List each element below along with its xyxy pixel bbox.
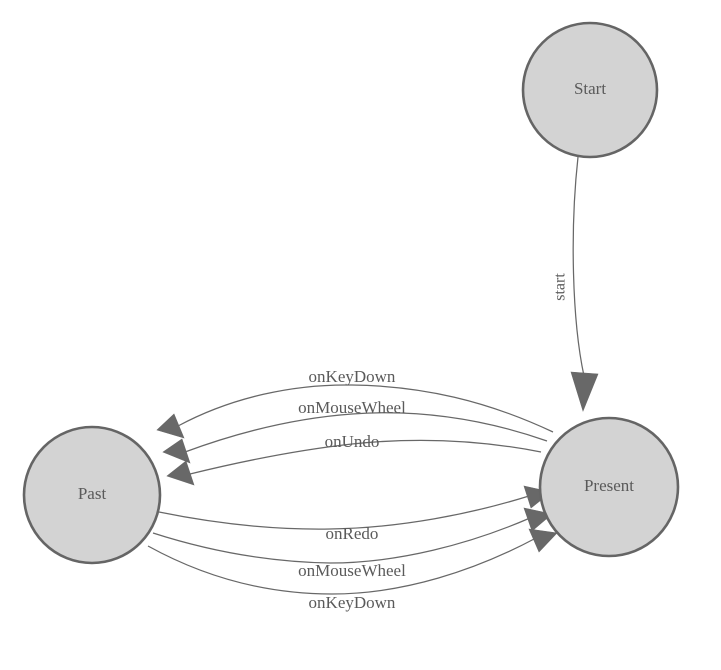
edge-present-to-past-onkeydown-arrowhead [156, 413, 185, 439]
edge-label-onmousewheel-upper: onMouseWheel [298, 398, 406, 417]
edge-label-onredo: onRedo [326, 524, 379, 543]
node-start-label: Start [574, 79, 606, 98]
edge-start-to-present[interactable]: start [552, 156, 599, 412]
edge-start-to-present-arrowhead [570, 371, 599, 412]
edge-label-onkeydown-upper: onKeyDown [309, 367, 396, 386]
edge-label-start: start [552, 273, 569, 301]
edge-past-to-present-onkeydown-arrowhead [528, 528, 558, 553]
edge-start-to-present-path [572, 156, 585, 377]
node-present-label: Present [584, 476, 634, 495]
edge-present-to-past-onundo-path [189, 439, 542, 475]
edge-label-onkeydown-lower: onKeyDown [309, 593, 396, 612]
node-start-circle [521, 21, 659, 159]
edge-present-to-past-onmousewheel-arrowhead [162, 438, 191, 464]
edge-present-to-past-onundo[interactable]: onUndo [166, 432, 542, 486]
edge-past-to-present-onkeydown[interactable]: onKeyDown [147, 528, 558, 612]
node-present[interactable]: Present [538, 416, 680, 558]
edge-present-to-past-onkeydown[interactable]: onKeyDown [156, 367, 554, 439]
edge-present-to-past-onundo-arrowhead [166, 460, 195, 486]
edge-present-to-past-onmousewheel[interactable]: onMouseWheel [162, 398, 548, 464]
edge-past-to-present-onredo[interactable]: onRedo [158, 485, 552, 543]
edge-past-to-present-onmousewheel-path [152, 517, 531, 564]
node-past[interactable]: Past [22, 425, 162, 565]
node-past-circle [22, 425, 162, 565]
node-start[interactable]: Start [521, 21, 659, 159]
edge-past-to-present-onkeydown-path [147, 537, 537, 595]
node-past-label: Past [78, 484, 107, 503]
edge-present-to-past-onkeydown-path [177, 384, 554, 433]
edge-label-onmousewheel-lower: onMouseWheel [298, 561, 406, 580]
edge-label-onundo: onUndo [325, 432, 380, 451]
edge-present-to-past-onmousewheel-path [184, 412, 548, 453]
edge-past-to-present-onmousewheel[interactable]: onMouseWheel [152, 507, 553, 580]
edge-past-to-present-onredo-path [158, 495, 530, 530]
node-present-circle [538, 416, 680, 558]
